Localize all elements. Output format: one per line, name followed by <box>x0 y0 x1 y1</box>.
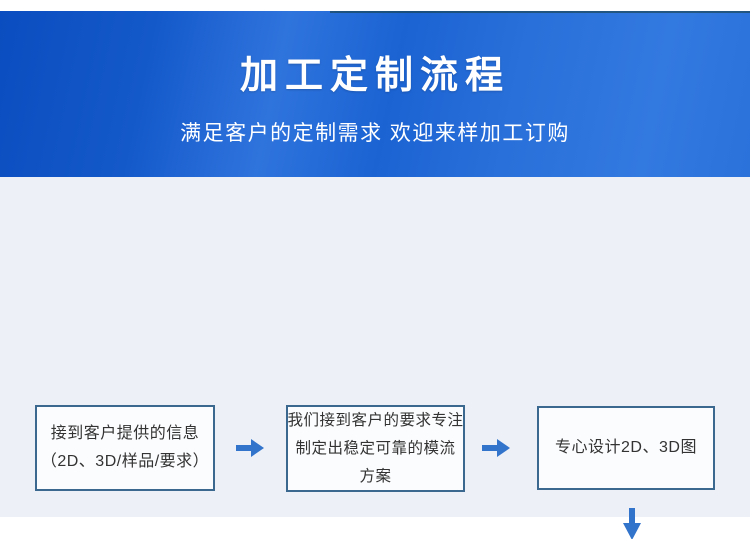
banner: 加工定制流程 满足客户的定制需求 欢迎来样加工订购 <box>0 11 750 177</box>
flow-step-line: 方案 <box>359 467 392 485</box>
arrow-right-icon <box>236 438 264 458</box>
page-title: 加工定制流程 <box>239 55 510 97</box>
flow-step-receive-info: 接到客户提供的信息 （2D、3D/样品/要求） <box>35 405 215 491</box>
flow-step-line: （2D、3D/样品/要求） <box>40 453 210 470</box>
flow-step-mold-flow-plan: 我们接到客户的要求专注 制定出稳定可靠的模流 方案 <box>286 405 465 492</box>
flow-step-line: 我们接到客户的要求专注 <box>287 411 464 429</box>
flow-step-design-2d-3d: 专心设计2D、3D图 <box>537 406 715 490</box>
page-subtitle: 满足客户的定制需求 欢迎来样加工订购 <box>180 122 570 145</box>
arrow-down-icon <box>622 508 642 539</box>
flow-step-line: 制定出稳定可靠的模流 <box>295 439 456 457</box>
flow-step-line: 接到客户提供的信息 <box>50 425 200 442</box>
flowchart: 接到客户提供的信息 （2D、3D/样品/要求） 我们接到客户的要求专注 制定出稳… <box>0 177 750 539</box>
arrow-right-icon <box>482 438 510 458</box>
flow-step-line: 专心设计2D、3D图 <box>555 439 697 456</box>
